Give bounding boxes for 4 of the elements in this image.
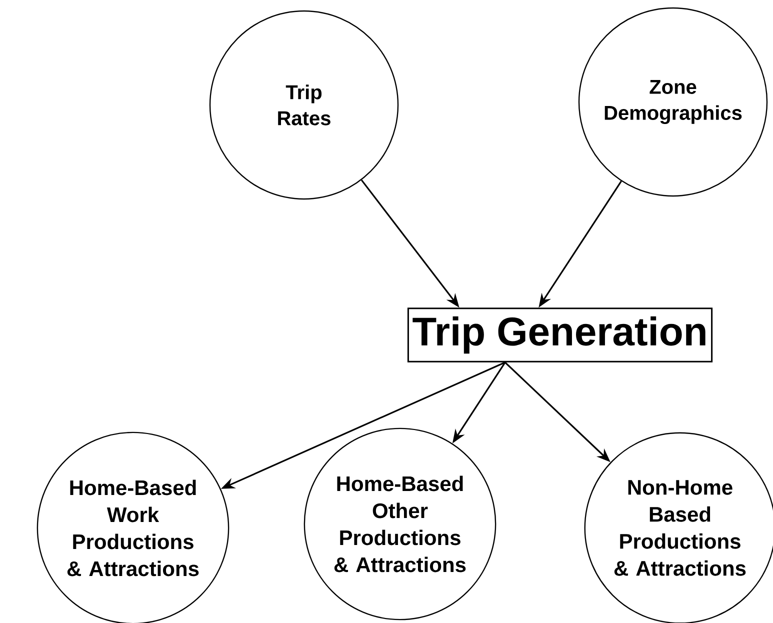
circle-node: Zone Demographics xyxy=(578,7,768,197)
circle-node: Trip Rates xyxy=(209,10,399,200)
process-box: Trip Generation xyxy=(407,308,713,362)
circle-node: Home-Based Other Productions & Attractions xyxy=(304,428,496,620)
